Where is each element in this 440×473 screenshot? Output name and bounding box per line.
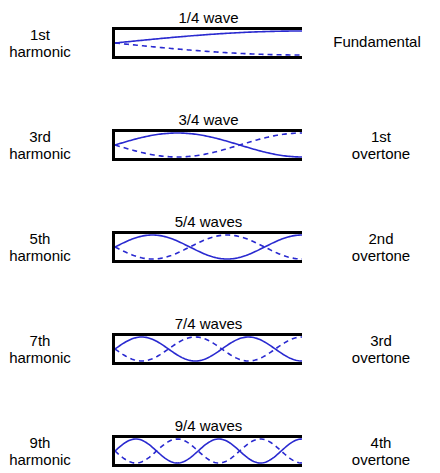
harmonic-label: 7th harmonic — [4, 332, 76, 366]
overtone-label: 4th overtone — [344, 434, 418, 468]
overtone-label: 3rd overtone — [344, 332, 418, 366]
closed-pipe: 5/4 waves — [112, 231, 302, 263]
harmonic-label: 5th harmonic — [4, 230, 76, 264]
harmonic-label: 3rd harmonic — [4, 128, 76, 162]
wave-fraction: 3/4 wave — [115, 111, 302, 128]
harmonic-label: 9th harmonic — [4, 434, 76, 468]
wave-solid — [115, 235, 302, 259]
wave-solid — [115, 133, 302, 157]
harmonic-label: 1st harmonic — [4, 26, 76, 60]
wave-dashed — [115, 43, 302, 55]
wave-dashed — [115, 439, 302, 463]
overtone-label: Fundamental — [318, 33, 436, 50]
overtone-label: 2nd overtone — [344, 230, 418, 264]
wave-fraction: 5/4 waves — [115, 213, 302, 230]
wave-fraction: 9/4 waves — [115, 417, 302, 434]
wave-solid — [115, 439, 302, 463]
overtone-label: 1st overtone — [344, 128, 418, 162]
wave-fraction: 1/4 wave — [115, 9, 302, 26]
closed-pipe: 7/4 waves — [112, 333, 302, 365]
wave-solid — [115, 337, 302, 361]
closed-pipe: 1/4 wave — [112, 27, 302, 59]
wave-dashed — [115, 337, 302, 361]
wave-fraction: 7/4 waves — [115, 315, 302, 332]
closed-pipe: 3/4 wave — [112, 129, 302, 161]
wave-dashed — [115, 235, 302, 259]
wave-dashed — [115, 133, 302, 157]
wave-solid — [115, 31, 302, 43]
closed-pipe: 9/4 waves — [112, 435, 302, 467]
